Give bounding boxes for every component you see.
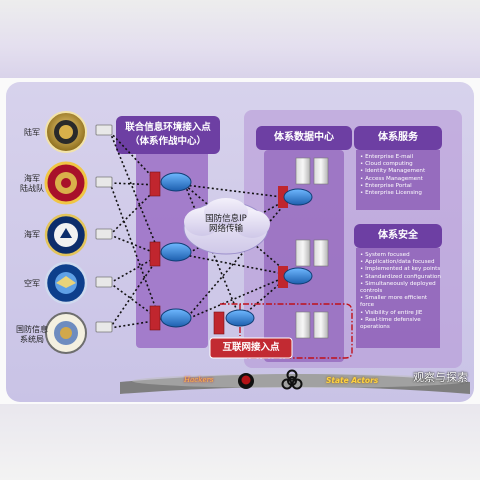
navy-seal-icon: [44, 213, 88, 257]
internet-router: [225, 309, 255, 327]
branch-label-navy: 海军: [24, 230, 40, 239]
security-item: Visibility of entire JIE: [360, 310, 442, 317]
branch-label-air-force: 空军: [24, 279, 40, 288]
security-item: Standardized configuration: [360, 274, 442, 281]
network-cloud-label: 国防信息IP 网络传输: [205, 214, 247, 234]
army-seal-icon: [45, 111, 87, 153]
marine-corps-seal-icon: [44, 161, 88, 205]
security-title-box: [354, 224, 442, 248]
data-center-cluster-3: [295, 311, 329, 339]
network-cloud: [183, 198, 270, 255]
internet-access-box: [209, 337, 293, 359]
hacker-silhouette-icon: [238, 373, 254, 389]
internet-firewall: [213, 311, 225, 335]
security-title: 体系安全: [378, 230, 418, 241]
data-center-cluster-1: [278, 157, 329, 208]
internet-access-label: 互联网接入点: [222, 342, 280, 353]
security-item: Real-time defensive operations: [360, 317, 442, 331]
branch-switches: [95, 124, 113, 333]
branch-label-disa: 国防信息 系统局: [16, 325, 48, 344]
security-item: Simultaneously deployed controls: [360, 281, 442, 295]
access-router-2: [160, 242, 192, 262]
services-item: Identity Management: [360, 168, 442, 175]
access-router-1: [160, 172, 192, 192]
access-point-title-box: [116, 116, 220, 154]
security-item: System focused: [360, 252, 442, 259]
branch-label-army: 陆军: [24, 128, 40, 137]
access-router-3: [160, 308, 192, 328]
data-center-title: 体系数据中心: [274, 132, 334, 143]
access-point-title: 联合信息环境接入点 （体系作战中心）: [125, 122, 211, 147]
biohazard-icon: [281, 369, 303, 390]
bottom-blur-band: [0, 404, 480, 480]
access-firewall-3: [149, 305, 161, 331]
services-item: Cloud computing: [360, 161, 442, 168]
services-title-box: [354, 126, 442, 150]
state-actors-label: State Actors: [326, 376, 379, 385]
watermark: 观察与探索: [413, 371, 468, 384]
branch-label-marine-corps: 海军 陆战队: [20, 174, 44, 193]
air-force-seal-icon: [44, 261, 88, 305]
security-item: Implemented at key points: [360, 266, 442, 273]
data-center-title-box: [256, 126, 352, 150]
services-title: 体系服务: [378, 132, 418, 143]
security-item: Smaller more efficient force: [360, 295, 442, 309]
security-item: Application/data focused: [360, 259, 442, 266]
disa-seal-icon: [45, 312, 87, 354]
services-item: Access Management: [360, 176, 442, 183]
services-item: Enterprise Portal: [360, 183, 442, 190]
data-center-cluster-2: [278, 239, 329, 288]
top-blur-band: [0, 0, 480, 78]
services-item: Enterprise E-mail: [360, 154, 442, 161]
services-item: Enterprise Licensing: [360, 190, 442, 197]
services-list: Enterprise E-mail Cloud computing Identi…: [360, 154, 442, 197]
access-firewall-2: [149, 241, 161, 267]
security-list: System focused Application/data focused …: [360, 252, 442, 331]
hackers-label: Hackers: [184, 376, 214, 384]
access-firewall-1: [149, 171, 161, 197]
